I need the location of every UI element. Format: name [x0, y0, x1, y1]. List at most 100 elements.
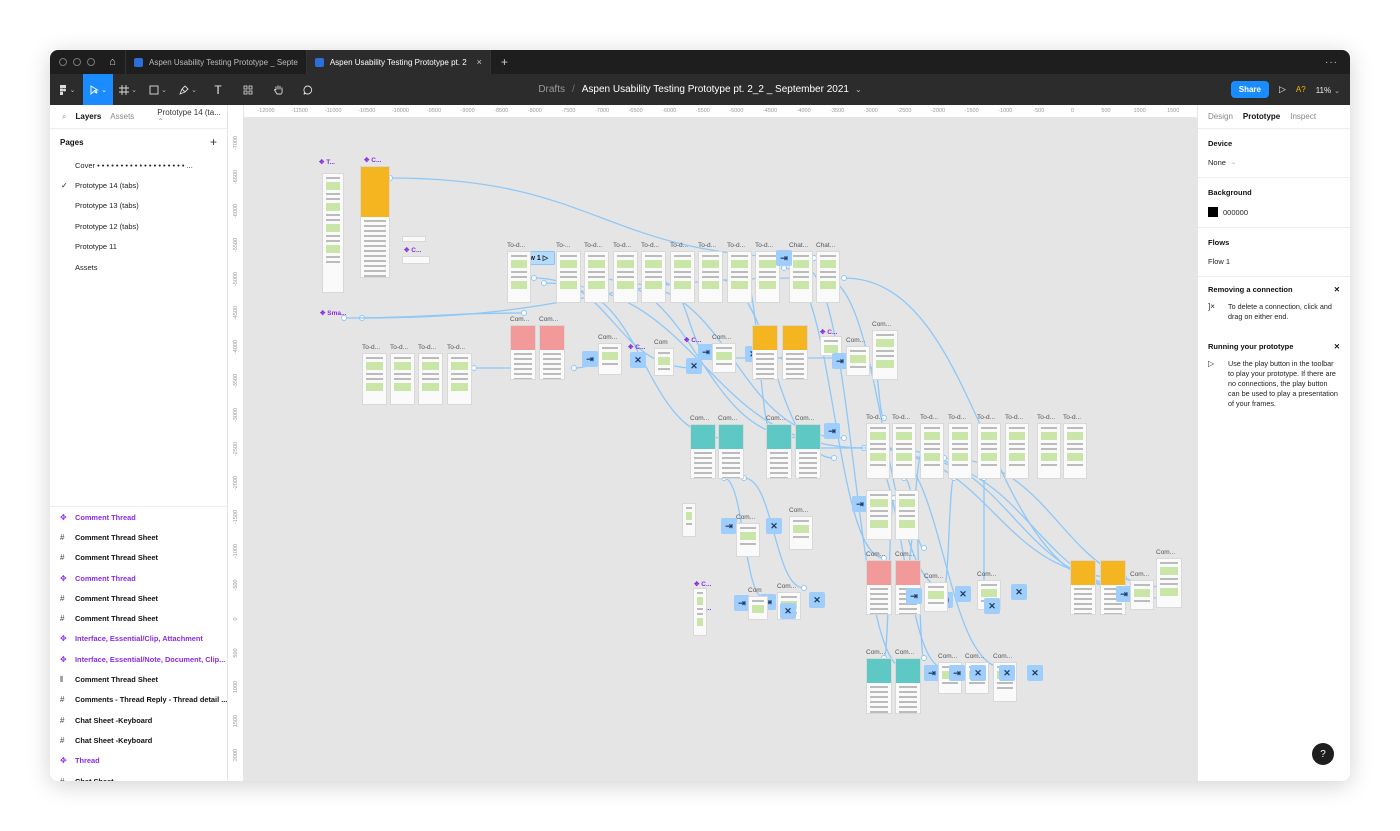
- frame-label[interactable]: To-d...: [584, 242, 603, 249]
- new-tab-button[interactable]: +: [500, 55, 508, 69]
- close-icon[interactable]: ✕: [1333, 285, 1340, 294]
- prototype-frame[interactable]: [507, 251, 531, 303]
- page-item[interactable]: Cover • • • • • • • • • • • • • • • • • …: [50, 155, 227, 175]
- prototype-frame[interactable]: [690, 424, 716, 479]
- share-button[interactable]: Share: [1230, 81, 1269, 98]
- prototype-frame[interactable]: [1156, 558, 1182, 608]
- connection-handle[interactable]: [921, 655, 927, 661]
- shape-tool-button[interactable]: ⌄: [143, 74, 173, 105]
- prototype-frame[interactable]: [1063, 423, 1087, 479]
- layer-item[interactable]: #Chat Sheet -Keyboard: [50, 730, 227, 750]
- prototype-frame[interactable]: [755, 251, 780, 303]
- prototype-frame[interactable]: [670, 251, 695, 303]
- prototype-frame[interactable]: [1070, 560, 1096, 615]
- prototype-frame[interactable]: [782, 325, 808, 380]
- prototype-frame[interactable]: [693, 588, 707, 636]
- breadcrumb-drafts[interactable]: Drafts: [538, 84, 565, 95]
- frame-label[interactable]: Com...: [1130, 571, 1150, 578]
- frame-label[interactable]: To-d...: [362, 344, 381, 351]
- canvas[interactable]: ✥ T...✥ C...✥ C...✥ Sma...Flow 1 ▷To-d..…: [244, 118, 1197, 781]
- prototype-frame[interactable]: [736, 523, 760, 557]
- tab-design[interactable]: Design: [1208, 112, 1233, 121]
- flow-item[interactable]: Flow 1: [1208, 257, 1231, 266]
- tab-assets[interactable]: Assets: [110, 112, 135, 121]
- prototype-frame[interactable]: [1130, 580, 1154, 610]
- prototype-frame[interactable]: [789, 251, 813, 303]
- prototype-frame[interactable]: [418, 353, 443, 405]
- prototype-frame[interactable]: [816, 251, 840, 303]
- prototype-frame[interactable]: [322, 173, 344, 293]
- prototype-frame[interactable]: [727, 251, 752, 303]
- frame-label[interactable]: Com...: [938, 653, 958, 660]
- prototype-frame[interactable]: [866, 490, 892, 540]
- frame-label[interactable]: To-d...: [755, 242, 774, 249]
- frame-label[interactable]: Com...: [510, 316, 530, 323]
- resources-tool-button[interactable]: [233, 74, 263, 105]
- frame-label[interactable]: To-d...: [977, 414, 996, 421]
- frame-label[interactable]: Com...: [846, 337, 866, 344]
- page-item[interactable]: Prototype 11: [50, 237, 227, 257]
- frame-label[interactable]: Com...: [789, 507, 809, 514]
- open-overlay-action-icon[interactable]: ⇥: [832, 353, 848, 369]
- connection-handle[interactable]: [921, 545, 927, 551]
- layer-item[interactable]: #Comments - Thread Reply - Thread detail…: [50, 690, 227, 710]
- comment-tool-button[interactable]: [293, 74, 323, 105]
- component-tag[interactable]: ✥ C...: [820, 328, 837, 336]
- more-icon[interactable]: ···: [1325, 56, 1338, 68]
- frame-label[interactable]: To-d...: [1063, 414, 1082, 421]
- open-overlay-action-icon[interactable]: ⇥: [698, 344, 714, 360]
- frame-label[interactable]: Chat...: [789, 242, 809, 249]
- frame-label[interactable]: To-d...: [866, 414, 885, 421]
- open-overlay-action-icon[interactable]: ⇥: [1116, 586, 1132, 602]
- prototype-frame[interactable]: [895, 658, 921, 714]
- open-overlay-action-icon[interactable]: ⇥: [852, 496, 868, 512]
- frame-label[interactable]: To-d...: [613, 242, 632, 249]
- prototype-frame[interactable]: [698, 251, 723, 303]
- prototype-frame[interactable]: [712, 343, 736, 373]
- open-overlay-action-icon[interactable]: ⇥: [906, 588, 922, 604]
- chevron-down-icon[interactable]: ⌄: [854, 85, 862, 94]
- prototype-connection[interactable]: [943, 477, 955, 589]
- tab-prototype[interactable]: Prototype: [1242, 112, 1281, 121]
- component-tag[interactable]: ✥ C...: [364, 156, 381, 164]
- prototype-frame[interactable]: [718, 424, 744, 479]
- accessibility-indicator[interactable]: A?: [1295, 85, 1306, 94]
- page-item[interactable]: Prototype 13 (tabs): [50, 196, 227, 216]
- move-tool-button[interactable]: ⌄: [83, 74, 113, 105]
- frame-label[interactable]: To-d...: [1037, 414, 1056, 421]
- prototype-frame[interactable]: [820, 336, 842, 356]
- frame-label[interactable]: Com...: [736, 514, 756, 521]
- frame-label[interactable]: Com...: [866, 551, 886, 558]
- prototype-frame[interactable]: [556, 251, 581, 303]
- home-icon[interactable]: ⌂: [100, 50, 126, 74]
- layer-item[interactable]: #Comment Thread Sheet: [50, 608, 227, 628]
- close-tab-icon[interactable]: ×: [476, 57, 482, 67]
- prototype-frame[interactable]: [641, 251, 666, 303]
- close-overlay-action-icon[interactable]: ✕: [1011, 584, 1027, 600]
- frame-label[interactable]: Com...: [977, 571, 997, 578]
- pen-tool-button[interactable]: ⌄: [173, 74, 203, 105]
- open-overlay-action-icon[interactable]: ⇥: [721, 518, 737, 534]
- close-overlay-action-icon[interactable]: ✕: [630, 352, 646, 368]
- frame-label[interactable]: To-d...: [418, 344, 437, 351]
- open-overlay-action-icon[interactable]: ⇥: [734, 595, 750, 611]
- frame-label[interactable]: Com...: [777, 583, 797, 590]
- open-overlay-action-icon[interactable]: ⇥: [776, 250, 792, 266]
- prototype-frame[interactable]: [402, 256, 430, 264]
- frame-label[interactable]: Com...: [1156, 549, 1176, 556]
- connection-handle[interactable]: [801, 585, 807, 591]
- prototype-frame[interactable]: [1005, 423, 1029, 479]
- frame-label[interactable]: Chat...: [816, 242, 836, 249]
- connection-handle[interactable]: [521, 310, 527, 316]
- maximize-window-button[interactable]: [87, 58, 95, 66]
- page-item[interactable]: Prototype 12 (tabs): [50, 216, 227, 236]
- frame-label[interactable]: To-d...: [447, 344, 466, 351]
- connection-handle[interactable]: [781, 265, 787, 271]
- frame-label[interactable]: Com...: [766, 415, 786, 422]
- close-overlay-action-icon[interactable]: ✕: [1027, 665, 1043, 681]
- close-overlay-action-icon[interactable]: ✕: [984, 598, 1000, 614]
- frame-label[interactable]: To-d...: [641, 242, 660, 249]
- frame-label[interactable]: To-d...: [727, 242, 746, 249]
- frame-label[interactable]: Com...: [965, 653, 985, 660]
- frame-label[interactable]: Com...: [872, 321, 892, 328]
